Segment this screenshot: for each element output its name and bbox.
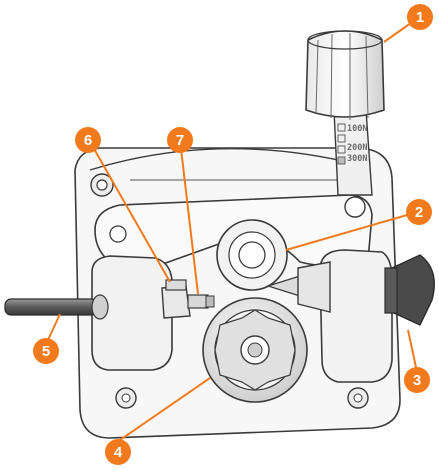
tension-scale: 100N 200N 300N <box>337 123 367 165</box>
callout-3: 3 <box>404 367 430 393</box>
scale-label-300n: 300N <box>347 154 367 164</box>
leader-lines <box>47 17 419 441</box>
callout-2-label: 2 <box>415 204 423 221</box>
left-block <box>91 255 173 371</box>
filament-inlet-tube <box>4 294 109 320</box>
scale-label-200n: 200N <box>347 143 367 153</box>
callout-6: 6 <box>75 127 101 153</box>
drive-gear <box>202 297 308 403</box>
callout-4-label: 4 <box>114 444 123 461</box>
callout-1: 1 <box>407 4 433 30</box>
leader-2 <box>285 212 415 251</box>
right-pivot-screw <box>344 196 366 218</box>
screw-bottom-right <box>347 387 369 409</box>
callout-4: 4 <box>105 439 131 465</box>
screw-top-left <box>90 173 114 197</box>
callout-2: 2 <box>406 199 432 225</box>
tension-knob <box>305 30 385 120</box>
callout-1-label: 1 <box>416 9 424 26</box>
callout-6-label: 6 <box>84 132 92 149</box>
filament-outlet-coupler <box>265 254 435 326</box>
leader-6 <box>88 139 171 283</box>
callout-7: 7 <box>167 127 193 153</box>
right-clamp <box>319 249 393 383</box>
filament-guide <box>187 294 215 309</box>
idler-bearing <box>216 219 288 291</box>
arm-pivot <box>109 225 127 243</box>
scale-label-100n: 100N <box>347 124 367 134</box>
callout-5-label: 5 <box>42 343 50 360</box>
leader-4 <box>119 377 211 441</box>
leader-7 <box>179 139 199 295</box>
leader-3 <box>407 329 418 373</box>
screw-bottom-left <box>115 387 137 409</box>
callout-5: 5 <box>33 338 59 364</box>
callout-3-label: 3 <box>413 372 421 389</box>
plate-top-curve <box>89 148 361 171</box>
leader-5 <box>47 313 61 341</box>
inlet-guide-nut <box>161 279 191 319</box>
callout-7-label: 7 <box>176 132 184 149</box>
